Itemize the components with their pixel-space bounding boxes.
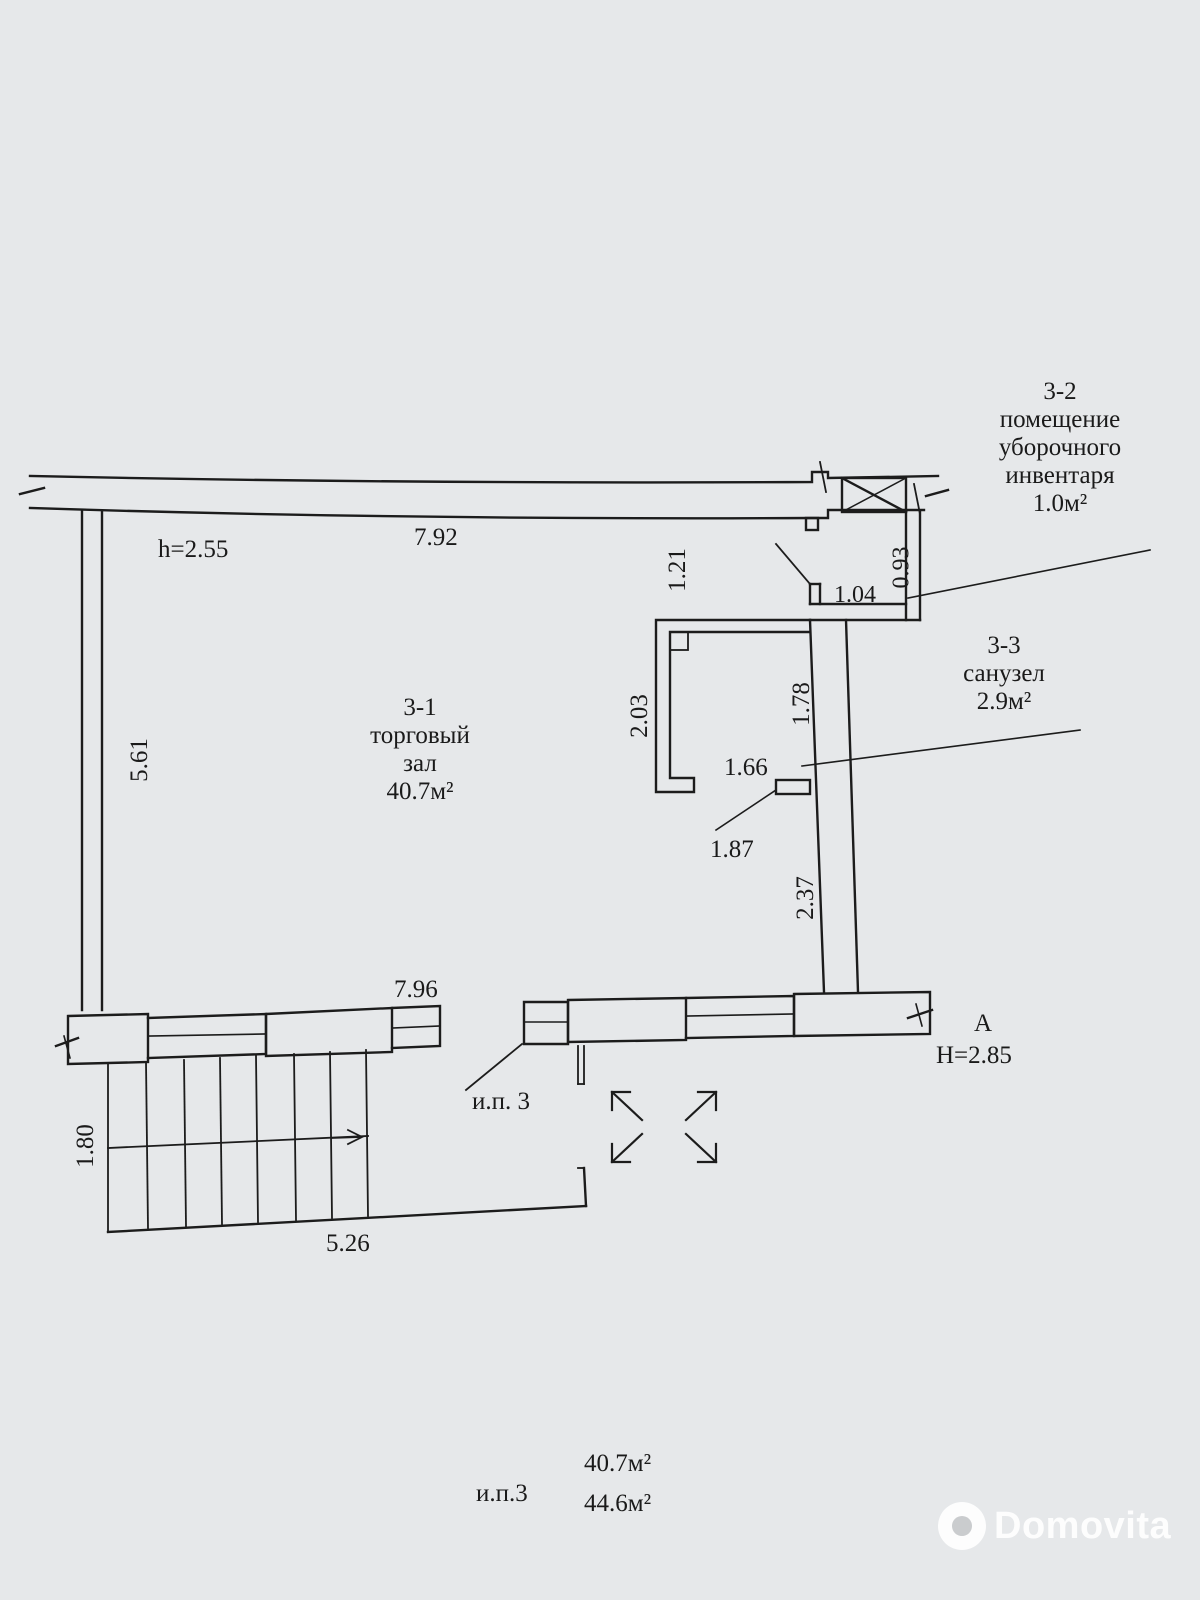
room-3-3-label: 3-3 санузел 2.9м² xyxy=(963,632,1045,716)
room-name-line: зал xyxy=(403,750,437,777)
summary-area-main: 40.7м² xyxy=(584,1450,652,1477)
domovita-watermark: Domovita xyxy=(938,1502,1171,1550)
direction-arrows-icon xyxy=(610,1090,718,1164)
room-name-line: торговый xyxy=(370,722,470,749)
room-id: 3-3 xyxy=(987,632,1021,659)
dimension-bath-lower: 2.37 xyxy=(792,876,819,920)
dimension-door-width: 1.87 xyxy=(710,836,754,863)
dimension-closet-depth: 1.21 xyxy=(664,548,691,592)
domovita-logo-icon xyxy=(938,1502,986,1550)
closet-room-outline xyxy=(774,476,922,622)
porch-stairs xyxy=(106,1042,588,1234)
summary-area-total: 44.6м² xyxy=(584,1490,652,1517)
room-area: 2.9м² xyxy=(976,688,1032,715)
room-area: 40.7м² xyxy=(386,778,454,805)
inner-partition xyxy=(654,618,812,794)
room-3-1-label: 3-1 торговый зал 40.7м² xyxy=(370,694,470,806)
dimension-bottom-wall: 7.96 xyxy=(394,976,438,1003)
room-name-line: помещение xyxy=(999,406,1121,433)
left-wall xyxy=(80,508,104,1012)
watermark-text: Domovita xyxy=(994,1504,1172,1547)
room-name-line: санузел xyxy=(963,660,1045,687)
room-area: 1.0м² xyxy=(1032,490,1088,517)
dimension-closet-width: 1.04 xyxy=(834,582,876,608)
entrance-label: и.п. 3 xyxy=(472,1088,531,1115)
room-id: 3-1 xyxy=(403,694,437,721)
dimension-partition-height: 2.03 xyxy=(626,694,653,738)
dimension-closet-side: 0.93 xyxy=(888,546,915,589)
bottom-facade-wall xyxy=(54,990,934,1066)
room-height-label: h=2.55 xyxy=(158,536,229,563)
top-exterior-wall xyxy=(18,460,950,520)
dimension-left-wall: 5.61 xyxy=(126,738,153,782)
room-id: 3-2 xyxy=(1043,378,1077,405)
axis-label: A xyxy=(974,1010,993,1037)
dimension-porch-depth: 1.80 xyxy=(72,1124,99,1168)
summary-label: и.п.3 xyxy=(476,1480,528,1507)
room-3-2-label: 3-2 помещение уборочного инвентаря 1.0м² xyxy=(999,378,1121,518)
dimension-porch-width: 5.26 xyxy=(326,1230,370,1257)
bathroom-partition-wall xyxy=(774,618,860,994)
dimension-top-wall: 7.92 xyxy=(414,524,458,551)
room-name-line: инвентаря xyxy=(1005,462,1115,489)
dimension-bath-width: 1.66 xyxy=(724,754,768,781)
leader-lines xyxy=(714,549,1151,832)
room-name-line: уборочного xyxy=(998,434,1122,461)
dimension-bath-upper: 1.78 xyxy=(788,682,815,726)
building-height-label: H=2.85 xyxy=(936,1042,1012,1069)
